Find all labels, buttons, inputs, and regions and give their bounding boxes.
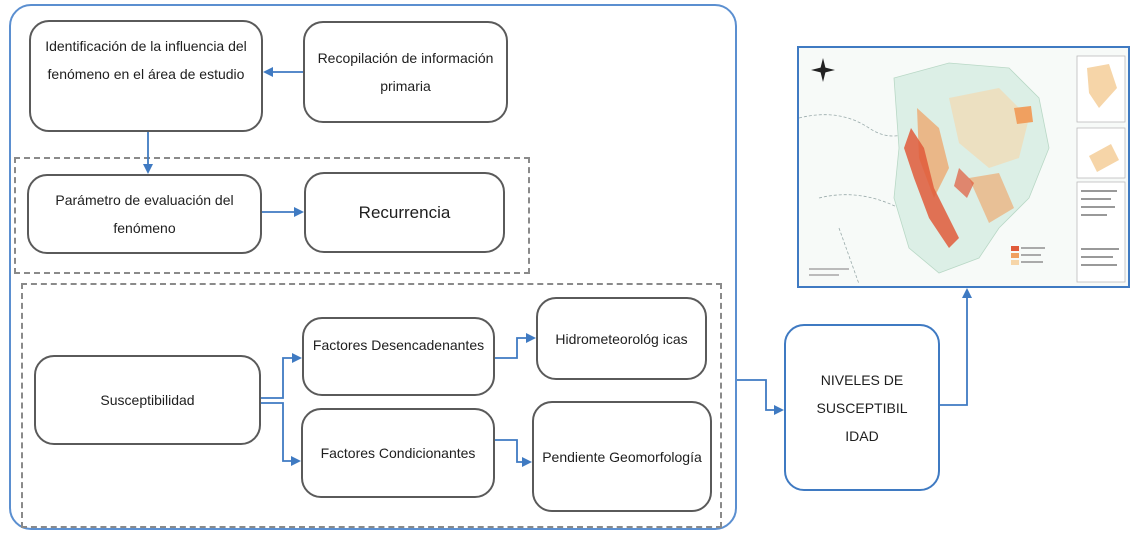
- arrow-group-to-niveles: [737, 379, 784, 415]
- susceptibility-low-zone: [949, 88, 1029, 168]
- recopilacion-box: Recopilación de información primaria: [303, 21, 508, 123]
- desencadenantes-label: Factores Desencadenantes: [312, 337, 485, 353]
- pendiente-label: Pendiente Geomorfología: [542, 448, 702, 465]
- recurrencia-box: Recurrencia: [304, 172, 505, 253]
- scale-bar: [809, 268, 849, 276]
- arrow-condicionantes-to-pendiente: [495, 439, 532, 467]
- condicionantes-label: Factores Condicionantes: [320, 445, 476, 461]
- parametro-label: Parámetro de evaluación del fenómeno: [55, 192, 234, 236]
- identificacion-box: Identificación de la influencia del fenó…: [29, 20, 263, 132]
- arrow-susceptibilidad-to-condicionantes: [261, 402, 301, 466]
- recopilacion-label: Recopilación de información primaria: [317, 50, 494, 94]
- niveles-label: NIVELES DE SUSCEPTIBIL IDAD: [816, 371, 908, 444]
- recurrencia-label: Recurrencia: [358, 202, 451, 222]
- susceptibility-medium-zone: [969, 173, 1014, 223]
- susceptibility-high-zone: [904, 128, 959, 248]
- arrow-susceptibilidad-to-desencadenantes: [261, 353, 302, 399]
- susceptibility-medium-zone: [917, 108, 949, 198]
- hidrometeorologicas-box: Hidrometeorológ icas: [536, 297, 707, 380]
- inset-shape: [1087, 64, 1117, 108]
- susceptibilidad-box: Susceptibilidad: [34, 355, 261, 445]
- map-border-line: [818, 194, 900, 209]
- niveles-box: NIVELES DE SUSCEPTIBIL IDAD: [784, 324, 940, 491]
- parametro-box: Parámetro de evaluación del fenómeno: [27, 174, 262, 254]
- map-canvas: [799, 48, 1128, 286]
- pendiente-box: Pendiente Geomorfología: [532, 401, 712, 512]
- susceptibilidad-label: Susceptibilidad: [100, 392, 195, 408]
- outer-frame: [9, 4, 737, 530]
- identificacion-label: Identificación de la influencia del fenó…: [45, 38, 247, 82]
- susceptibility-high-zone: [954, 168, 974, 198]
- susceptibility-legend: [1011, 246, 1045, 265]
- arrow-niveles-to-map: [940, 288, 972, 406]
- compass-rose-icon: [811, 58, 835, 82]
- evaluation-group: [14, 157, 530, 274]
- legend-lines: [1081, 190, 1119, 266]
- susceptibility-medium-zone: [1014, 106, 1033, 124]
- arrow-desencadenantes-to-hidrometeorologicas: [495, 333, 536, 359]
- inset-legend: [1076, 181, 1126, 283]
- hidrometeorologicas-label: Hidrometeorológ icas: [555, 330, 688, 347]
- condicionantes-box: Factores Condicionantes: [301, 408, 495, 498]
- susceptibility-map: [797, 46, 1130, 288]
- inset-shape: [1089, 144, 1119, 172]
- susceptibility-group: [21, 283, 722, 528]
- desencadenantes-box: Factores Desencadenantes: [302, 317, 495, 396]
